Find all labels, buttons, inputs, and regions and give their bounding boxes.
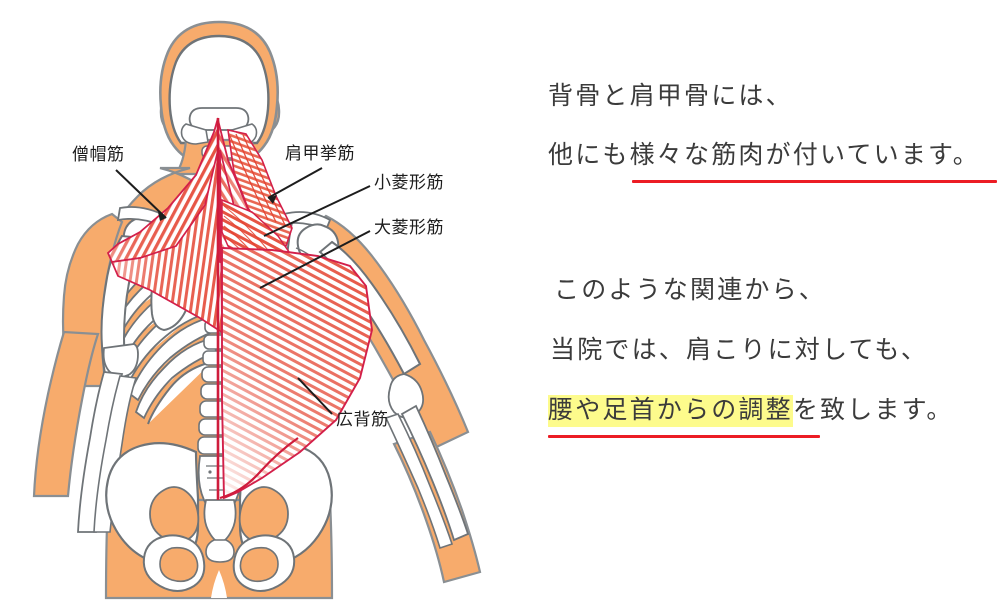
label-rhomboid-major: 大菱形筋 <box>374 218 444 237</box>
leader-kohai <box>297 377 333 415</box>
label-latissimus-dorsi: 広背筋 <box>336 410 389 429</box>
final-line-rest: を致します。 <box>792 397 954 424</box>
caption-line-4: 当院では、肩こりに対しても、 <box>550 337 929 364</box>
leader-kenkokyo <box>267 167 323 199</box>
label-rhomboid-minor: 小菱形筋 <box>374 173 444 192</box>
highlighted-phrase: 腰や足首からの調整 <box>548 395 793 427</box>
caption-line-2: 他にも様々な筋肉が付いています。 <box>548 142 980 169</box>
caption-line-5: 腰や足首からの調整を致します。 <box>548 395 954 427</box>
midline-iliac-crest <box>219 437 299 500</box>
anatomy-illustration: 僧帽筋 肩甲挙筋 小菱形筋 大菱形筋 広背筋 <box>32 20 482 600</box>
leader-soubou <box>115 169 167 219</box>
leader-shoryo <box>263 185 371 237</box>
left-humerus <box>77 234 144 533</box>
label-trapezius: 僧帽筋 <box>72 145 125 164</box>
caption-line-1: 背骨と肩甲骨には、 <box>548 83 793 110</box>
label-levator-scapulae: 肩甲挙筋 <box>285 144 355 163</box>
leader-dairyo <box>259 230 371 289</box>
red-underline-1 <box>632 180 997 183</box>
leader-lines <box>115 167 371 415</box>
red-underline-2 <box>548 435 820 438</box>
caption-column: 背骨と肩甲骨には、 他にも様々な筋肉が付いています。 このような関連から、 当院… <box>530 0 1000 600</box>
anatomy-svg <box>32 20 482 600</box>
caption-line-3: このような関連から、 <box>554 277 827 304</box>
